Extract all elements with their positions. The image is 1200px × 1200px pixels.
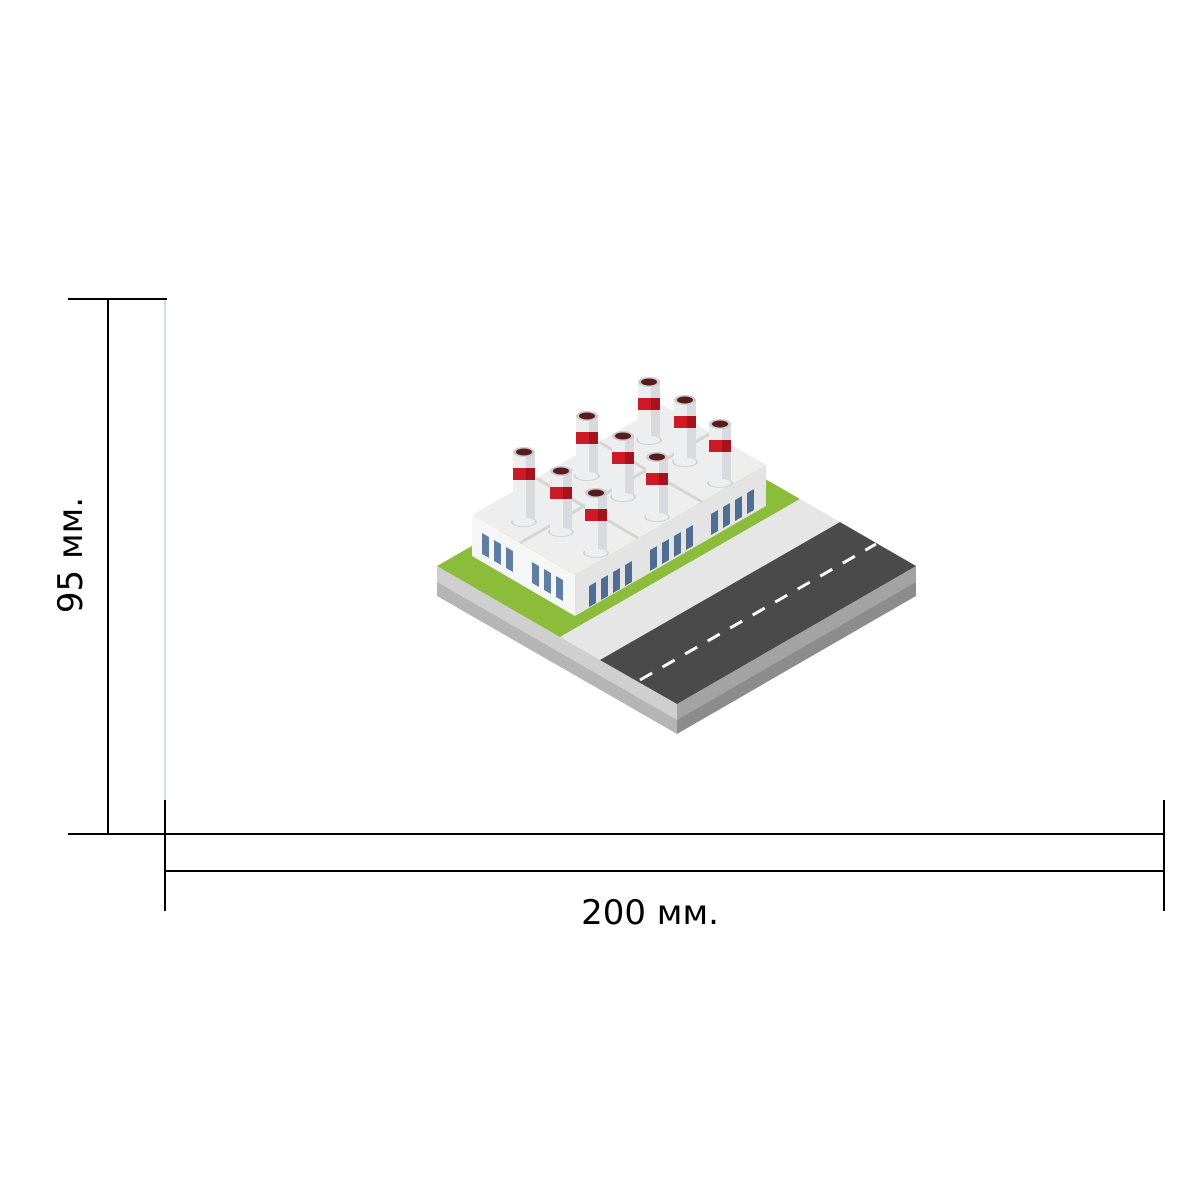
window xyxy=(674,532,681,557)
slab-right-top-band xyxy=(677,566,916,720)
chimneys xyxy=(511,377,733,558)
chimney-opening xyxy=(516,448,532,456)
window xyxy=(601,575,608,600)
chimney xyxy=(583,488,609,558)
height-label: 95 мм. xyxy=(51,497,91,613)
chimney-base xyxy=(513,518,535,526)
sidewalk xyxy=(560,499,840,660)
chimney-shade xyxy=(625,436,634,497)
chimney-shade xyxy=(687,400,696,462)
chimney-opening xyxy=(641,378,657,386)
chimney xyxy=(636,377,662,445)
chimney-opening xyxy=(615,432,631,440)
window xyxy=(747,489,754,514)
window xyxy=(735,496,742,521)
window xyxy=(711,510,718,535)
chimney-shade xyxy=(589,416,598,476)
chimney-shade xyxy=(563,471,572,532)
window xyxy=(482,533,489,558)
chimney-opening xyxy=(579,412,595,420)
window xyxy=(494,540,501,565)
window xyxy=(650,546,657,571)
chimney-shade xyxy=(722,424,731,483)
chimney-band-shade xyxy=(526,468,535,480)
chimney-band-shade xyxy=(687,416,696,428)
chimney xyxy=(672,395,698,467)
chimney-shade xyxy=(659,457,668,517)
chimney xyxy=(548,466,574,537)
chimney-opening xyxy=(649,453,665,461)
building-right-wall xyxy=(575,465,766,616)
chimney-band-shade xyxy=(659,473,668,485)
chimney-band-shade xyxy=(598,509,607,521)
window xyxy=(544,569,551,594)
chimney-base xyxy=(638,436,660,444)
road xyxy=(600,522,916,704)
window xyxy=(506,547,513,572)
chimney-base xyxy=(674,458,696,466)
chimney-base xyxy=(612,493,634,501)
height-dimension: 95 мм. xyxy=(51,298,167,835)
chimney-opening xyxy=(553,467,569,475)
chimney-base xyxy=(646,513,668,521)
chimney-shade xyxy=(598,493,607,553)
chimney-band-shade xyxy=(651,398,660,410)
factory-illustration xyxy=(437,377,916,734)
chimney-opening xyxy=(677,396,693,404)
width-dimension: 200 мм. xyxy=(164,800,1165,933)
chimney-base xyxy=(709,479,731,487)
window xyxy=(662,539,669,564)
window xyxy=(625,561,632,586)
chimney-band-shade xyxy=(563,487,572,499)
width-label: 200 мм. xyxy=(581,893,719,933)
chimney xyxy=(644,452,670,522)
chimney xyxy=(511,447,537,527)
road-center-line xyxy=(639,542,877,682)
chimney xyxy=(707,419,733,488)
right-wall-windows xyxy=(589,489,754,607)
slab-left-top-band xyxy=(437,566,677,720)
chimney-band-shade xyxy=(625,452,634,464)
window xyxy=(686,525,693,550)
chimney-shade xyxy=(651,382,660,440)
left-wall-windows xyxy=(482,533,563,601)
chimney-base xyxy=(550,528,572,536)
window xyxy=(589,582,596,607)
chimney-band-shade xyxy=(589,432,598,444)
chimney-opening xyxy=(712,420,728,428)
window xyxy=(532,562,539,587)
window xyxy=(723,503,730,528)
window xyxy=(556,576,563,601)
chimney-shade xyxy=(526,452,535,522)
chimney-opening xyxy=(588,489,604,497)
chimney xyxy=(610,431,636,502)
window xyxy=(613,568,620,593)
chimney-base xyxy=(576,472,598,480)
chimney xyxy=(574,411,600,481)
chimney-base xyxy=(585,549,607,557)
chimney-band-shade xyxy=(722,440,731,452)
